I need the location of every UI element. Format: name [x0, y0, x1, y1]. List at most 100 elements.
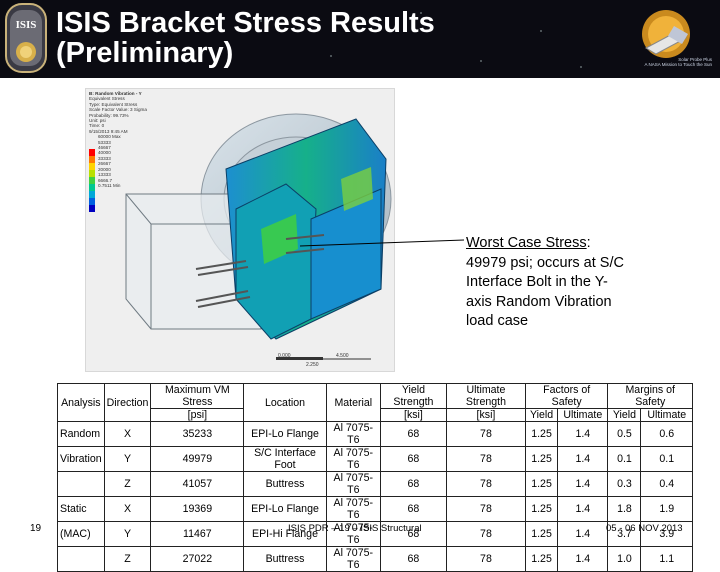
- table-cell-us: 78: [446, 471, 526, 497]
- star: [540, 30, 542, 32]
- table-cell-direction: Z: [103, 471, 152, 497]
- unit-ys: [ksi]: [379, 408, 448, 422]
- table-cell-direction: X: [103, 496, 152, 522]
- table-cell-fos-y: 1.25: [524, 546, 559, 572]
- table-cell-mos-u: 1.9: [640, 496, 693, 522]
- table-cell-fos-u: 1.4: [557, 521, 609, 547]
- table-cell-fos-u: 1.4: [557, 546, 609, 572]
- star: [420, 12, 422, 14]
- table-cell-ys: 68: [379, 471, 448, 497]
- table-cell-material: Al 7075-T6: [325, 496, 381, 522]
- callout-heading: Worst Case Stress: [466, 235, 587, 251]
- col-vm-stress: Maximum VM Stress: [150, 383, 245, 409]
- table-cell-stress: 49979: [150, 446, 245, 472]
- table-cell-location: Buttress: [243, 546, 327, 572]
- table-cell-direction: Y: [103, 446, 152, 472]
- table-cell-mos-y: 0.5: [607, 421, 642, 447]
- table-cell-us: 78: [446, 421, 526, 447]
- unit-us: [ksi]: [446, 408, 526, 422]
- table-cell-ys: 68: [379, 546, 448, 572]
- table-cell-mos-u: 0.6: [640, 421, 693, 447]
- unit-fos-yield: Yield: [524, 408, 559, 422]
- worst-case-callout: Worst Case Stress: 49979 psi; occurs at …: [466, 234, 626, 332]
- col-ultimate-strength: Ultimate Strength: [446, 383, 526, 409]
- table-cell-analysis: Vibration: [57, 446, 105, 472]
- col-material: Material: [325, 383, 381, 422]
- table-cell-material: Al 7075-T6: [325, 546, 381, 572]
- table-cell-us: 78: [446, 446, 526, 472]
- table-cell-direction: Y: [103, 521, 152, 547]
- table-cell-fos-y: 1.25: [524, 421, 559, 447]
- table-cell-ys: 68: [379, 421, 448, 447]
- table-cell-fos-u: 1.4: [557, 421, 609, 447]
- header-banner: ISIS ISIS Bracket Stress Results (Prelim…: [0, 0, 720, 78]
- table-cell-stress: 41057: [150, 471, 245, 497]
- footer-center-text: ISIS PDR – 19 – ISIS Structural: [288, 523, 422, 534]
- scale-bar: 0.000 4.500 2.250: [278, 353, 349, 368]
- star: [480, 60, 482, 62]
- table-cell-us: 78: [446, 521, 526, 547]
- table-cell-fos-u: 1.4: [557, 471, 609, 497]
- isis-logo-icon: ISIS: [5, 3, 47, 73]
- table-cell-analysis: Static: [57, 496, 105, 522]
- table-cell-mos-y: 0.1: [607, 446, 642, 472]
- table-cell-us: 78: [446, 496, 526, 522]
- fea-stress-plot: B: Random Vibration - Y Equivalent Stres…: [85, 88, 395, 372]
- star: [260, 20, 262, 22]
- col-location: Location: [243, 383, 327, 422]
- table-cell-mos-y: 1.8: [607, 496, 642, 522]
- table-cell-stress: 35233: [150, 421, 245, 447]
- table-cell-mos-u: 1.1: [640, 546, 693, 572]
- table-cell-mos-u: 0.1: [640, 446, 693, 472]
- table-cell-fos-y: 1.25: [524, 446, 559, 472]
- footer-date: 05 - 06 NOV 2013: [606, 523, 683, 534]
- table-cell-material: Al 7075-T6: [325, 421, 381, 447]
- table-cell-ys: 68: [379, 446, 448, 472]
- table-cell-location: EPI-Lo Flange: [243, 421, 327, 447]
- table-cell-analysis: (MAC): [57, 521, 105, 547]
- star: [330, 55, 332, 57]
- unit-fos-ultimate: Ultimate: [557, 408, 609, 422]
- slide-title: ISIS Bracket Stress Results (Preliminary…: [56, 7, 435, 69]
- table-cell-analysis: Random: [57, 421, 105, 447]
- table-cell-fos-u: 1.4: [557, 496, 609, 522]
- table-cell-direction: Z: [103, 546, 152, 572]
- table-cell-location: EPI-Lo Flange: [243, 496, 327, 522]
- table-cell-material: Al 7075-T6: [325, 471, 381, 497]
- table-cell-analysis: [57, 471, 105, 497]
- table-cell-location: Buttress: [243, 471, 327, 497]
- table-cell-stress: 19369: [150, 496, 245, 522]
- unit-mos-ultimate: Ultimate: [640, 408, 693, 422]
- table-units-row: [psi] [ksi] [ksi] Yield Ultimate Yield U…: [58, 408, 693, 422]
- table-cell-material: Al 7075-T6: [325, 446, 381, 472]
- solar-probe-logo-caption: Solar Probe Plus A NASA Mission to Touch…: [644, 57, 712, 67]
- table-cell-fos-y: 1.25: [524, 521, 559, 547]
- svg-text:ISIS: ISIS: [16, 19, 37, 31]
- table-cell-mos-y: 0.3: [607, 471, 642, 497]
- col-analysis: Analysis: [57, 383, 105, 422]
- table-cell-stress: 11467: [150, 521, 245, 547]
- table-header-row: Analysis Direction Maximum VM Stress Loc…: [57, 383, 693, 422]
- col-yield-strength: Yield Strength: [379, 383, 448, 409]
- col-margins-of-safety: Margins of Safety: [607, 383, 693, 409]
- table-cell-fos-u: 1.4: [557, 446, 609, 472]
- table-cell-fos-y: 1.25: [524, 471, 559, 497]
- col-factors-of-safety: Factors of Safety: [524, 383, 609, 409]
- table-cell-location: S/C Interface Foot: [243, 446, 327, 472]
- solar-probe-logo-icon: [642, 10, 690, 58]
- table-cell-analysis: [57, 546, 105, 572]
- page-number: 19: [30, 523, 42, 534]
- col-direction: Direction: [103, 383, 152, 422]
- table-cell-us: 78: [446, 546, 526, 572]
- table-cell-fos-y: 1.25: [524, 496, 559, 522]
- star: [580, 66, 582, 68]
- callout-body: : 49979 psi; occurs at S/C Interface Bol…: [466, 235, 624, 329]
- unit-vm: [psi]: [150, 408, 245, 422]
- table-cell-stress: 27022: [150, 546, 245, 572]
- table-cell-direction: X: [103, 421, 152, 447]
